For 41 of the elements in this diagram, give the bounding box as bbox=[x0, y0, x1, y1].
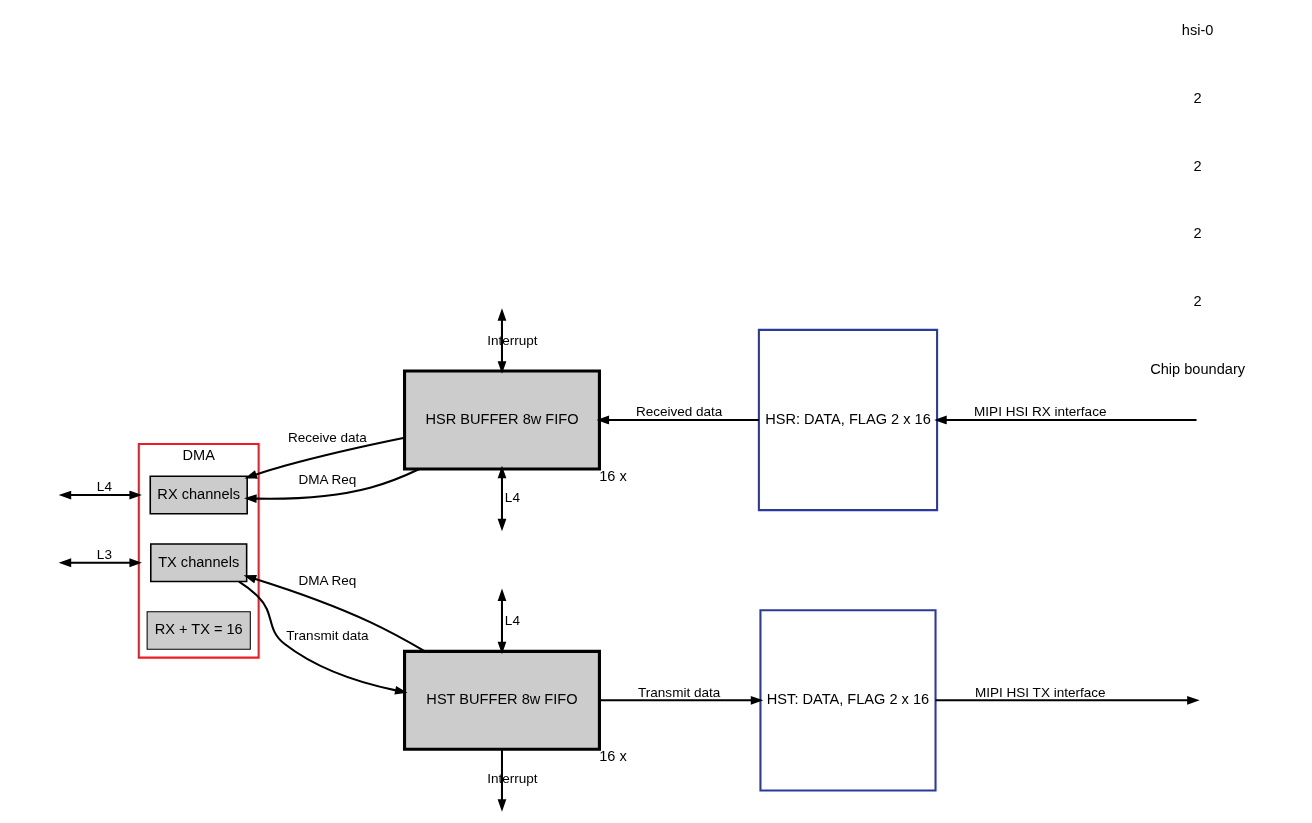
arrow bbox=[596, 415, 759, 425]
arrow bbox=[497, 588, 507, 655]
arrow bbox=[599, 695, 764, 705]
edge-label: DMA Req bbox=[298, 573, 357, 589]
arrow bbox=[238, 580, 408, 695]
edge-label: DMA Req bbox=[298, 471, 357, 487]
arrow bbox=[497, 465, 507, 532]
edge-label: Transmit data bbox=[638, 684, 721, 700]
label: 2 bbox=[1193, 89, 1202, 106]
arrow bbox=[934, 415, 1197, 425]
node-box: HSR: DATA, FLAG 2 x 16 bbox=[757, 328, 939, 512]
node-box: TX channels bbox=[150, 543, 248, 583]
edge-label: Received data bbox=[635, 404, 723, 420]
arrow bbox=[935, 695, 1200, 705]
arrow bbox=[58, 558, 142, 568]
edge-label: Receive data bbox=[287, 430, 367, 446]
label: Chip boundary bbox=[1150, 360, 1246, 377]
node-label: 16 x bbox=[599, 747, 627, 764]
edge-label: MIPI HSI RX interface bbox=[974, 404, 1107, 420]
arrow bbox=[497, 749, 507, 812]
edge-label: Transmit data bbox=[286, 628, 369, 644]
edge-label: L3 bbox=[96, 547, 112, 563]
node-box: RX channels bbox=[149, 475, 248, 515]
edge-label: L4 bbox=[504, 490, 520, 506]
label: hsi-0 bbox=[1181, 22, 1214, 39]
node-label: 16 x bbox=[599, 467, 627, 484]
label: 2 bbox=[1193, 157, 1202, 174]
arrow bbox=[243, 574, 426, 653]
node-box: HST: DATA, FLAG 2 x 16 bbox=[759, 609, 937, 792]
edge-label: L4 bbox=[504, 613, 520, 629]
arrow bbox=[244, 436, 405, 479]
edge-label: L4 bbox=[96, 479, 112, 495]
edge-label: MIPI HSI TX interface bbox=[974, 684, 1106, 700]
node-box: HSR BUFFER 8w FIFO bbox=[402, 369, 601, 471]
node-box: RX + TX = 16 bbox=[146, 611, 251, 650]
arrow bbox=[497, 308, 507, 374]
node-box: HST BUFFER 8w FIFO bbox=[402, 649, 601, 751]
arrow bbox=[58, 490, 142, 500]
label: 2 bbox=[1193, 293, 1202, 310]
label: 2 bbox=[1193, 225, 1202, 242]
arrow bbox=[244, 468, 420, 504]
